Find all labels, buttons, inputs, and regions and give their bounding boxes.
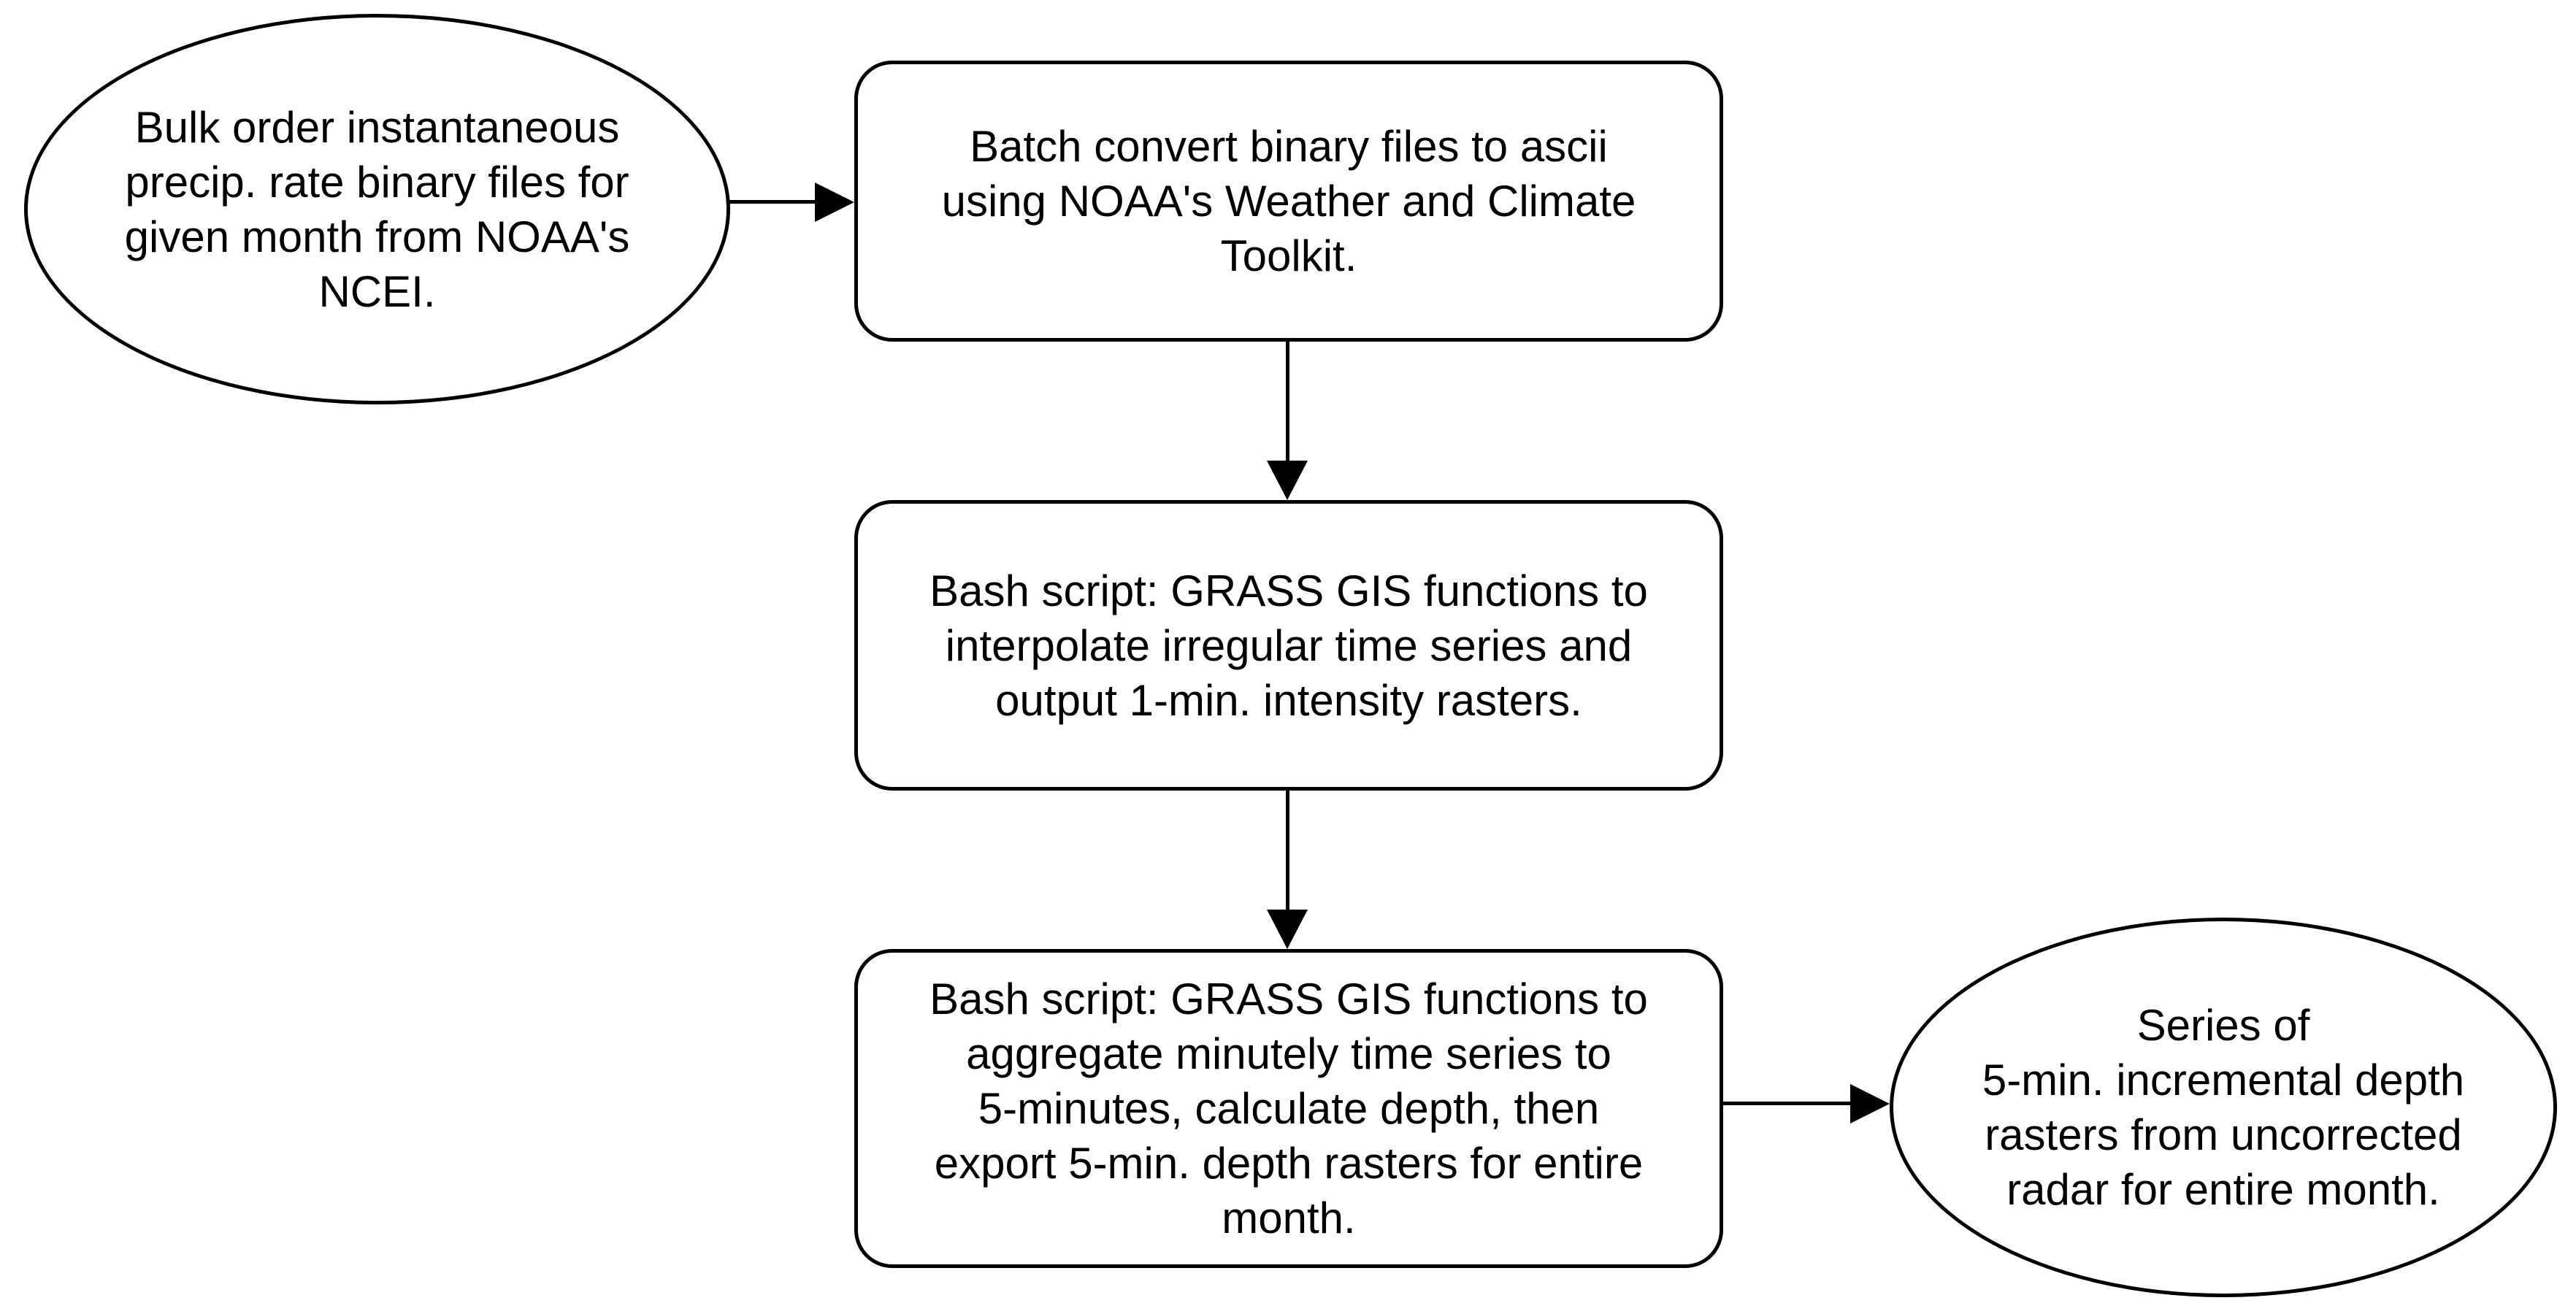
node-process-interpolate-text: Bash script: GRASS GIS functions to inte… <box>929 566 1648 725</box>
edge-process3-to-end-line <box>1723 1102 1853 1105</box>
arrowhead-down-icon <box>1267 461 1308 500</box>
arrowhead-down-icon <box>1267 910 1308 949</box>
node-end-ellipse: Series of 5-min. incremental depth raste… <box>1890 918 2557 1297</box>
edge-start-to-process1-line <box>729 200 818 204</box>
node-process-aggregate-text: Bash script: GRASS GIS functions to aggr… <box>929 975 1648 1242</box>
edge-process2-to-process3-line <box>1286 791 1289 915</box>
node-process-batch-convert: Batch convert binary files to ascii usin… <box>854 61 1723 342</box>
node-start-text: Bulk order instantaneous precip. rate bi… <box>124 102 630 316</box>
node-start-ellipse: Bulk order instantaneous precip. rate bi… <box>24 14 730 404</box>
node-process-aggregate: Bash script: GRASS GIS functions to aggr… <box>854 949 1723 1268</box>
node-end-text: Series of 5-min. incremental depth raste… <box>1982 1001 2465 1214</box>
node-process-interpolate: Bash script: GRASS GIS functions to inte… <box>854 500 1723 791</box>
arrowhead-right-icon <box>1850 1084 1890 1123</box>
edge-process1-to-process2-line <box>1286 342 1289 466</box>
node-process-batch-convert-text: Batch convert binary files to ascii usin… <box>941 122 1636 280</box>
arrowhead-right-icon <box>815 182 854 222</box>
